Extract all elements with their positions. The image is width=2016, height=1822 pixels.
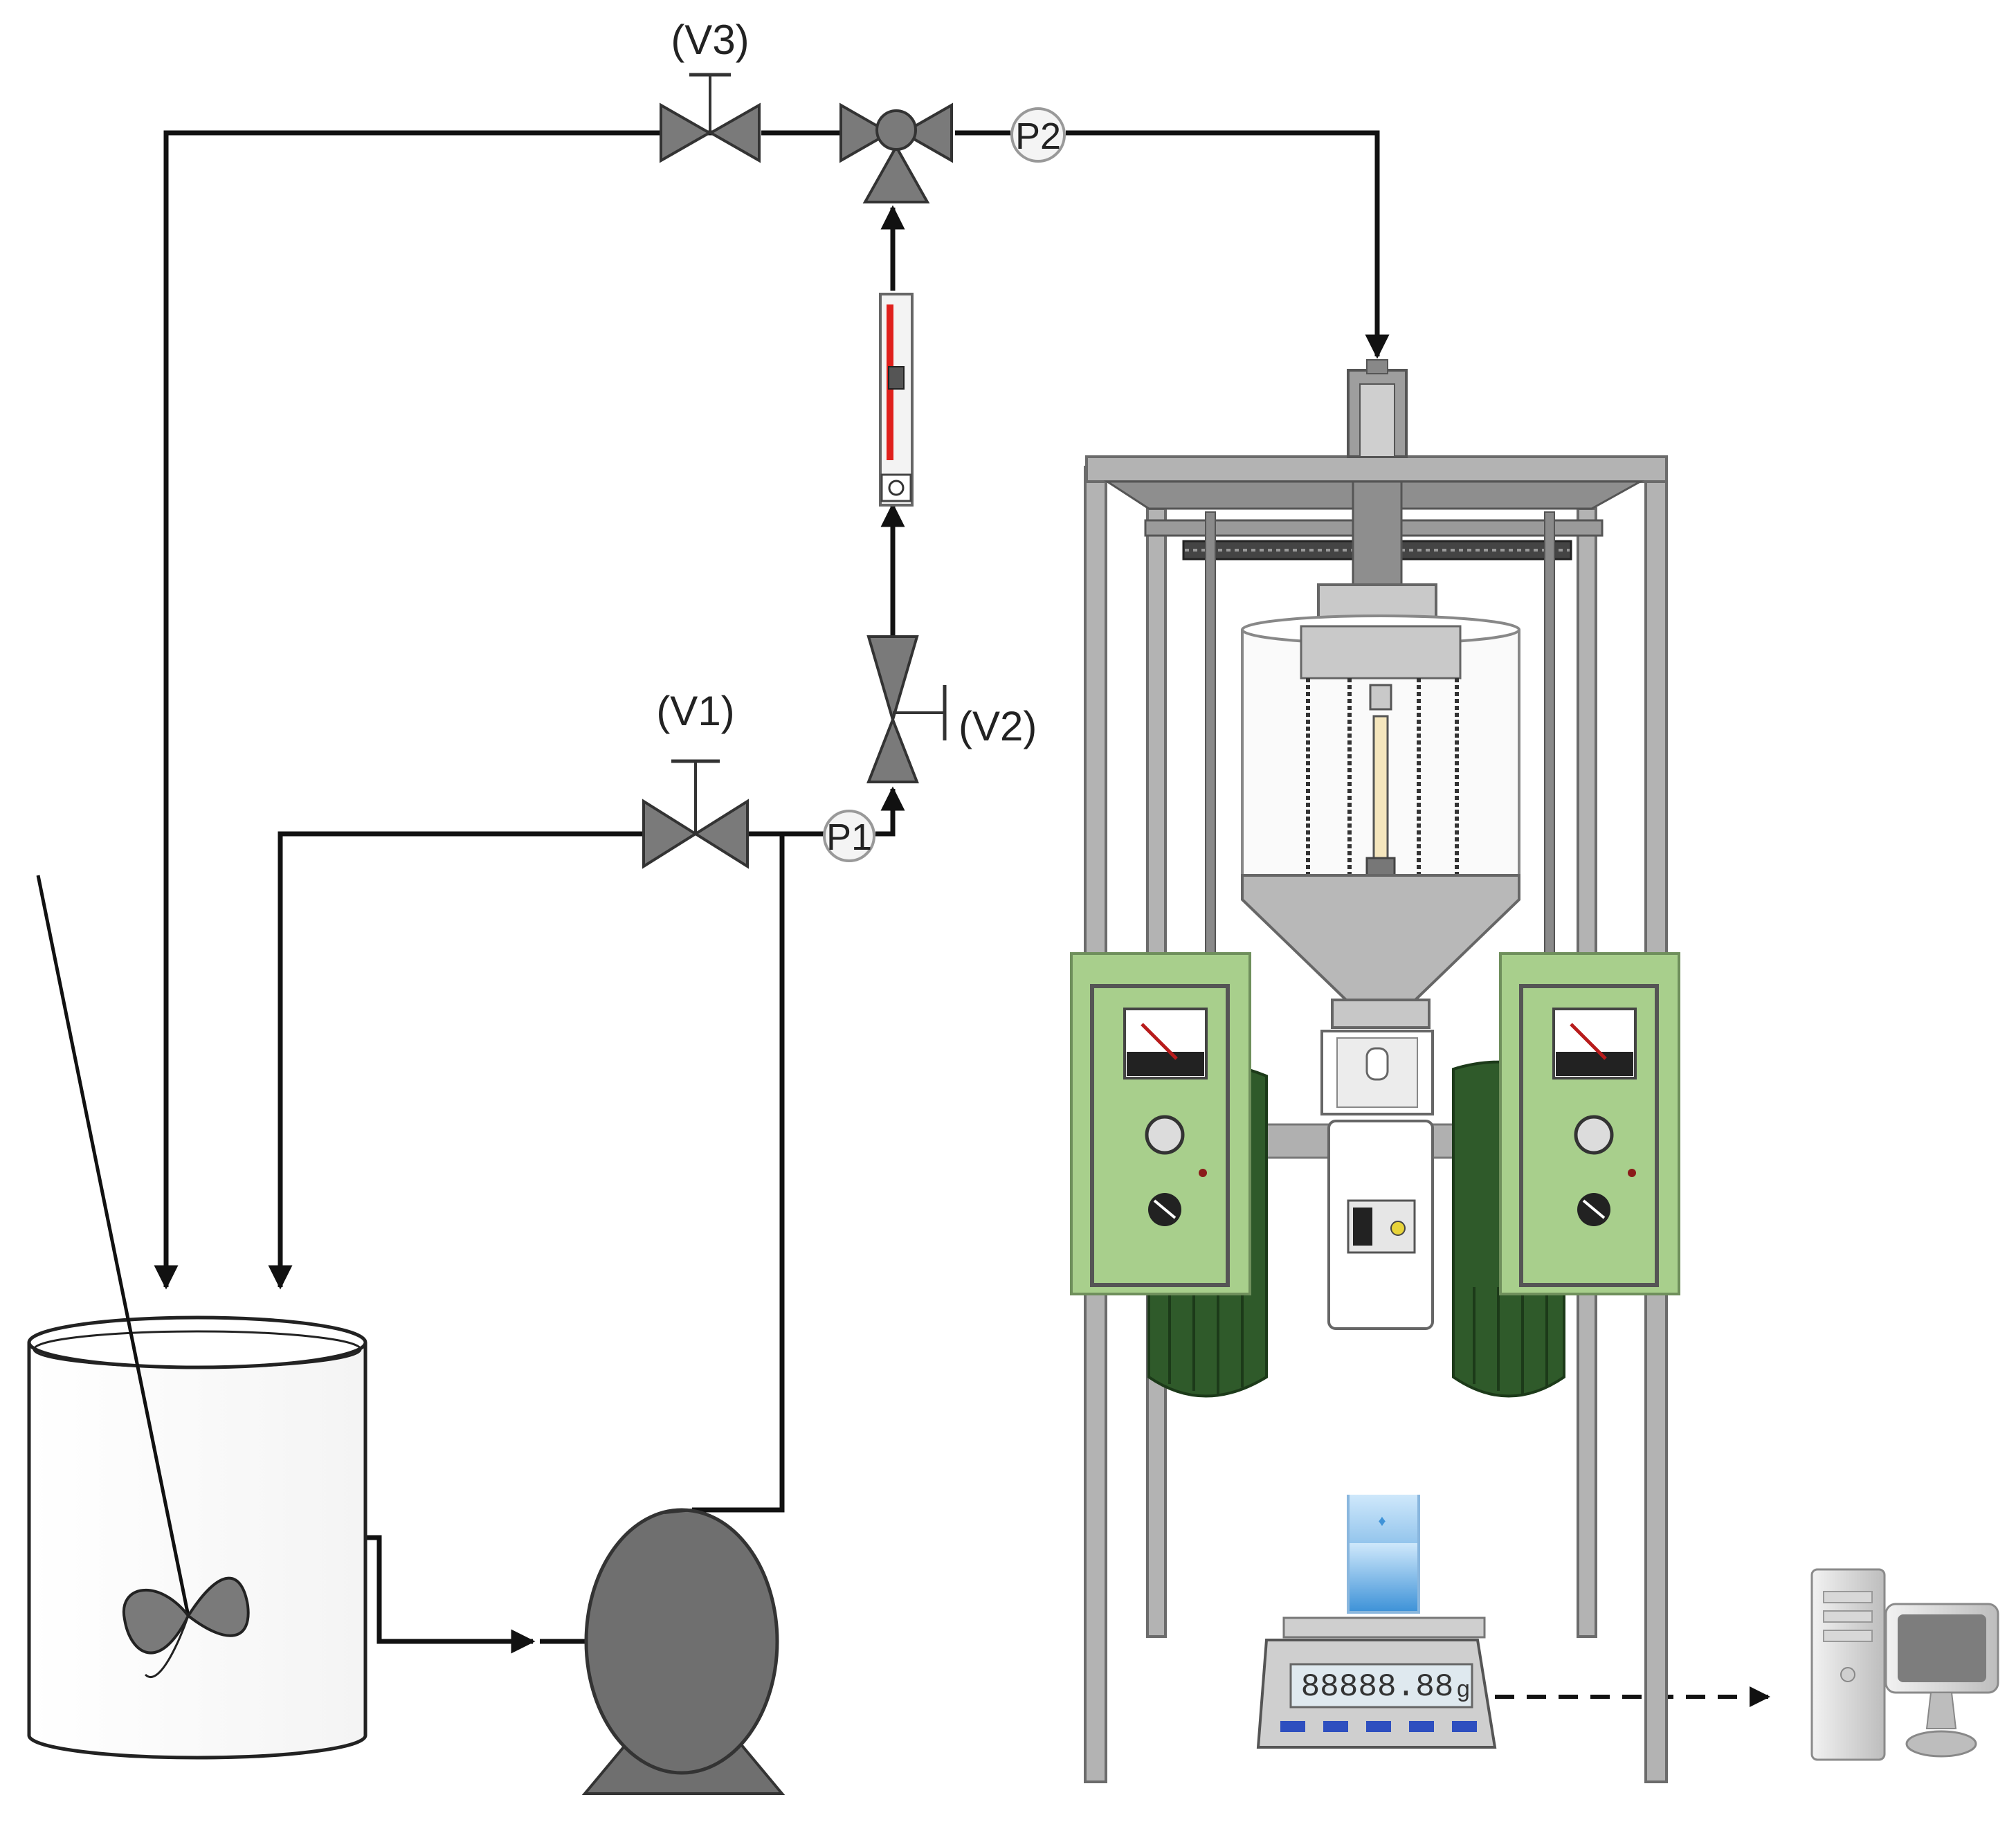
valve-v2[interactable] [866,635,947,783]
mixing-tank [27,1315,367,1760]
label-p1: P1 [826,817,872,858]
control-panel-left [1070,952,1251,1295]
balance-display-value: 88888.88 [1301,1669,1454,1705]
piping [154,130,1770,1707]
control-panel-right [1499,952,1680,1295]
return-line-middle [268,831,644,1290]
pressure-gauge-p1: P1 [823,810,875,862]
balance-button-1[interactable] [1280,1721,1305,1732]
computer-icon [1810,1568,1999,1761]
label-v1: (V1) [656,688,734,734]
three-way-valve[interactable] [839,102,953,203]
centrifugal-pump [581,1508,785,1795]
valve-v3[interactable] [660,73,761,163]
label-v2: (V2) [959,703,1037,749]
return-line-top [154,130,720,1290]
balance-button-4[interactable] [1409,1721,1434,1732]
svg-text:♦: ♦ [1378,1512,1386,1529]
feed-line-apparatus [1066,130,1390,359]
spinning-apparatus [1084,359,1668,1783]
balance-button-5[interactable] [1452,1721,1477,1732]
pressure-gauge-p2: P2 [1010,107,1066,163]
valve-v1[interactable] [642,759,749,869]
tank-outlet-line [367,1535,536,1654]
balance-button-2[interactable] [1323,1721,1348,1732]
pump-discharge-line [692,834,785,1513]
label-p2: P2 [1015,116,1061,157]
impeller [36,875,250,1678]
rotameter [879,293,914,507]
analytical-balance: ♦ 88888.88 g [1256,1495,1497,1749]
line-p1-v2 [875,786,905,837]
balance-button-3[interactable] [1366,1721,1391,1732]
balance-unit: g [1457,1676,1470,1702]
label-v3: (V3) [671,17,749,63]
